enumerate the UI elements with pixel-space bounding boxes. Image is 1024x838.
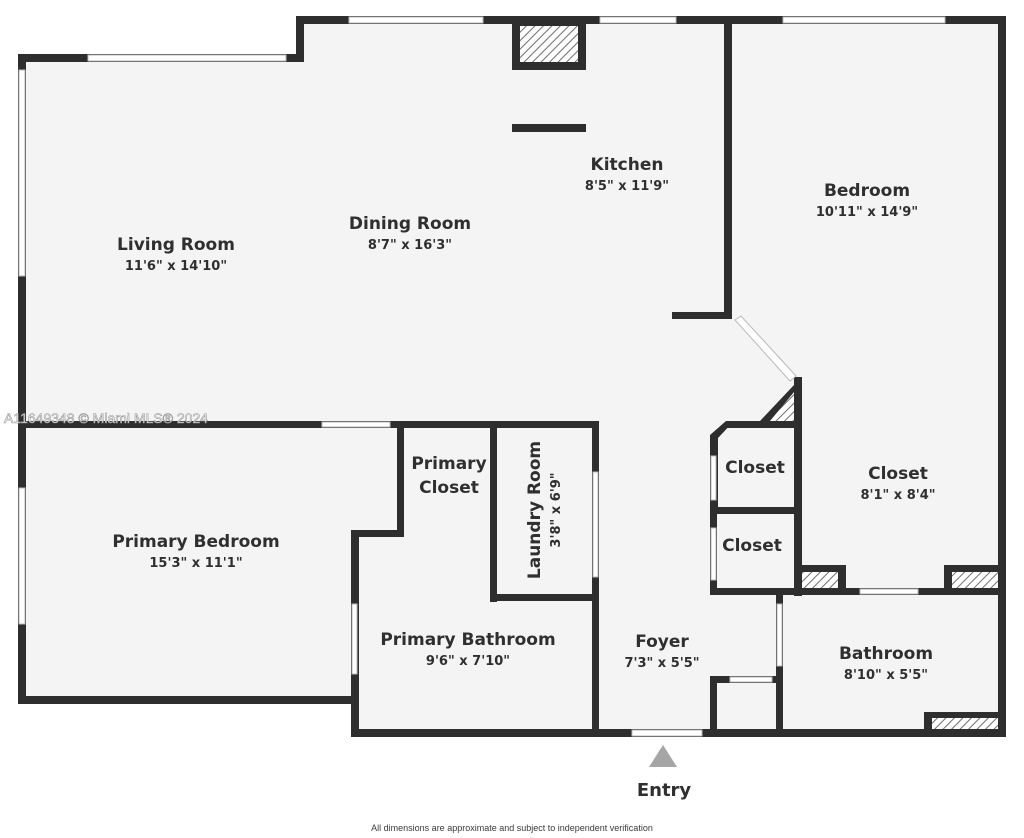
bedroom-closet-dims: 8'1" x 8'4" <box>860 488 935 503</box>
angled-window <box>734 315 797 382</box>
primary-closet-name-line2: Closet <box>419 478 479 498</box>
watermark: A11649348 © Miami MLS® 2024 <box>4 410 208 426</box>
living-room-name: Living Room <box>117 235 235 255</box>
floor-area <box>22 20 1002 733</box>
duct-block <box>932 718 998 729</box>
bedroom-name: Bedroom <box>824 181 910 201</box>
laundry-room-label: Laundry Room 3'8" x 6'9" <box>525 441 564 579</box>
bedroom-dims: 10'11" x 14'9" <box>816 205 918 220</box>
closet-lower-name: Closet <box>722 536 782 556</box>
closet-upper-name: Closet <box>725 458 785 478</box>
living-room-dims: 11'6" x 14'10" <box>125 259 227 274</box>
primary-bedroom-name: Primary Bedroom <box>112 532 279 552</box>
bathroom-dims: 8'10" x 5'5" <box>844 668 928 683</box>
entry-arrow-icon <box>649 745 677 767</box>
laundry-room-name: Laundry Room <box>525 441 545 579</box>
primary-bedroom-dims: 15'3" x 11'1" <box>149 556 242 571</box>
foyer-dims: 7'3" x 5'5" <box>624 656 699 671</box>
disclaimer: All dimensions are approximate and subje… <box>371 823 653 833</box>
duct-block <box>770 392 794 421</box>
foyer-name: Foyer <box>635 632 689 652</box>
dining-room-dims: 8'7" x 16'3" <box>368 238 452 253</box>
duct-block <box>952 572 998 588</box>
windows <box>18 16 946 737</box>
primary-bathroom-dims: 9'6" x 7'10" <box>426 654 510 669</box>
bathroom-name: Bathroom <box>839 644 933 664</box>
dining-room-name: Dining Room <box>349 214 471 234</box>
primary-closet-name-line1: Primary <box>411 454 486 474</box>
primary-bathroom-name: Primary Bathroom <box>380 630 555 650</box>
bedroom-closet-name: Closet <box>868 464 928 484</box>
kitchen-dims: 8'5" x 11'9" <box>585 179 669 194</box>
room-labels: Living Room 11'6" x 14'10" Dining Room 8… <box>112 155 935 683</box>
duct-block <box>520 26 578 62</box>
entry-label: Entry <box>637 780 692 801</box>
kitchen-name: Kitchen <box>591 155 664 175</box>
laundry-room-dims: 3'8" x 6'9" <box>549 472 564 547</box>
duct-block <box>802 572 838 588</box>
